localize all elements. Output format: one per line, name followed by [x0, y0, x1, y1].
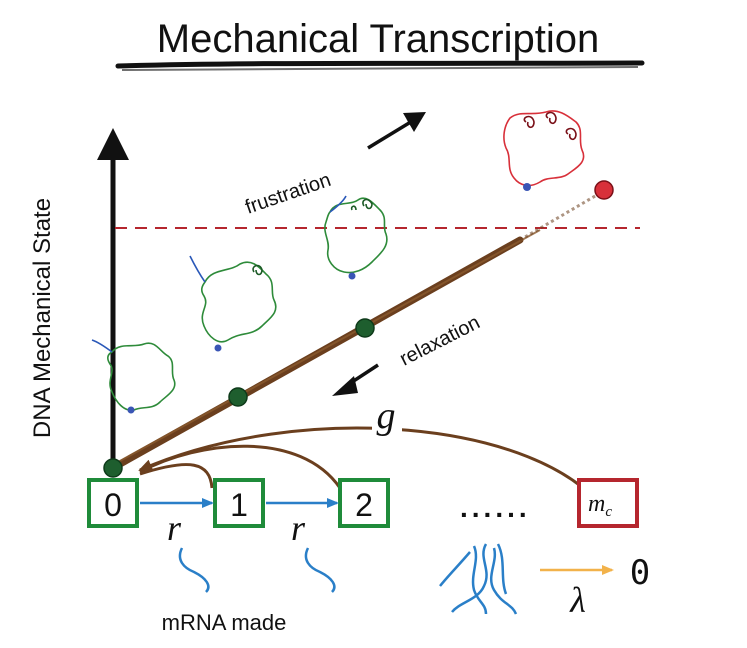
mrna-strand-2-icon [304, 547, 336, 593]
state-box-1: 1 [213, 478, 265, 528]
dna-loop-relaxed-icon [91, 339, 176, 414]
degradation-product-label: 0 [630, 553, 650, 593]
state-label-2: 2 [355, 487, 373, 523]
relaxation-label: relaxation [396, 311, 483, 370]
state-dot-1 [228, 387, 248, 407]
transition-rate-label-1: r [167, 508, 182, 548]
state-box-critical: mc [577, 478, 639, 528]
state-label-critical: mc [588, 491, 612, 520]
state-label-0: 0 [104, 487, 122, 523]
dna-loop-slightly-twisted-icon [189, 255, 277, 352]
mechanical-state-track-texture [117, 229, 541, 463]
diagram-title: Mechanical Transcription [157, 17, 599, 61]
states-ellipsis: ...... [460, 492, 531, 523]
reset-rate-label: g [377, 395, 396, 437]
state-label-1: 1 [230, 487, 248, 523]
mrna-bundle-icon [439, 543, 518, 615]
y-axis-arrowhead [97, 128, 129, 160]
state-box-0: 0 [87, 478, 139, 528]
title-underline [115, 60, 645, 69]
relaxation-arrowhead [332, 376, 358, 396]
mrna-made-label: mRNA made [162, 610, 287, 635]
state-dot-critical [594, 180, 614, 200]
y-axis-label: DNA Mechanical State [29, 198, 56, 438]
transition-rate-label-2: r [291, 508, 306, 548]
reset-arrow-long [138, 426, 608, 513]
frustration-label: frustration [242, 169, 333, 219]
mrna-strand-1-icon [178, 547, 210, 593]
dna-loop-frustrated-icon [503, 110, 585, 191]
state-box-2: 2 [338, 478, 390, 528]
reset-rate-label-bg [372, 400, 402, 434]
reset-arrow-from-2 [139, 444, 342, 489]
dna-loop-twisted-icon [324, 195, 388, 280]
state-dot-2 [355, 318, 375, 338]
degradation-rate-label: λ [569, 580, 586, 620]
mechanical-state-track-fade [519, 190, 603, 242]
frustration-arrow [367, 117, 418, 150]
frustration-arrowhead [403, 112, 426, 132]
state-dot-0 [103, 458, 123, 478]
reset-arrow-from-1 [139, 463, 214, 489]
title-underline-brush [121, 66, 639, 71]
